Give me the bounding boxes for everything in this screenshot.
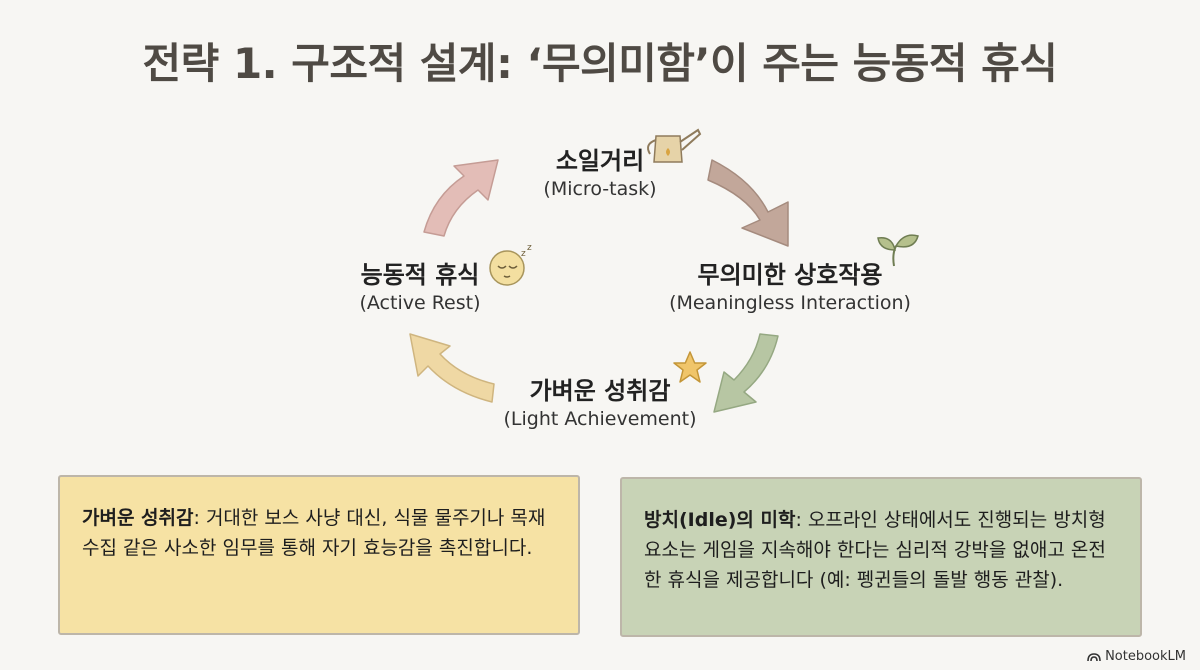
node-light-achievement-label: 가벼운 성취감 [529,377,671,405]
svg-text:z: z [527,243,532,253]
brand-label: NotebookLM [1105,649,1186,664]
card-light-achievement-heading: 가벼운 성취감 [82,507,194,529]
page-title: 전략 1. 구조적 설계: ‘무의미함’이 주는 능동적 휴식 [142,39,1058,88]
node-meaningless-interaction-en: (Meaningless Interaction) [669,292,911,314]
svg-text:z: z [521,249,526,259]
card-light-achievement-body: : 거대한 보스 사냥 대신, 식물 물주기나 목재 수집 같은 사소한 임무를… [82,507,546,559]
arrow-top-left [423,159,499,237]
arrow-top-right [707,159,789,247]
card-light-achievement: 가벼운 성취감: 거대한 보스 사냥 대신, 식물 물주기나 목재 수집 같은 … [58,475,580,635]
card-idle-aesthetics-body: : 오프라인 상태에서도 진행되는 방치형 요소는 게임을 지속해야 한다는 심… [644,509,1106,591]
node-active-rest-label: 능동적 휴식 [360,261,480,289]
watering-can-icon [647,128,702,163]
node-light-achievement-en: (Light Achievement) [503,408,697,430]
node-micro-task-en: (Micro-task) [543,178,657,200]
card-idle-aesthetics-heading: 방치(Idle)의 미학 [644,509,796,531]
node-active-rest: 능동적 휴식 (Active Rest) [330,260,510,316]
arrow-bottom-right [713,333,779,413]
sprout-icon [877,234,919,267]
node-meaningless-interaction: 무의미한 상호작용 (Meaningless Interaction) [640,260,940,316]
card-idle-aesthetics: 방치(Idle)의 미학: 오프라인 상태에서도 진행되는 방치형 요소는 게임… [620,477,1142,637]
node-micro-task-label: 소일거리 [555,147,645,175]
sleeping-face-icon: z z [489,243,532,286]
node-light-achievement: 가벼운 성취감 (Light Achievement) [470,376,730,432]
node-micro-task: 소일거리 (Micro-task) [500,146,700,202]
node-active-rest-en: (Active Rest) [359,292,481,314]
star-icon [673,351,707,383]
notebooklm-brand: NotebookLM [1087,649,1186,664]
node-meaningless-interaction-label: 무의미한 상호작용 [697,261,883,289]
notebooklm-logo-icon [1087,652,1101,661]
arrow-bottom-left [409,333,495,403]
